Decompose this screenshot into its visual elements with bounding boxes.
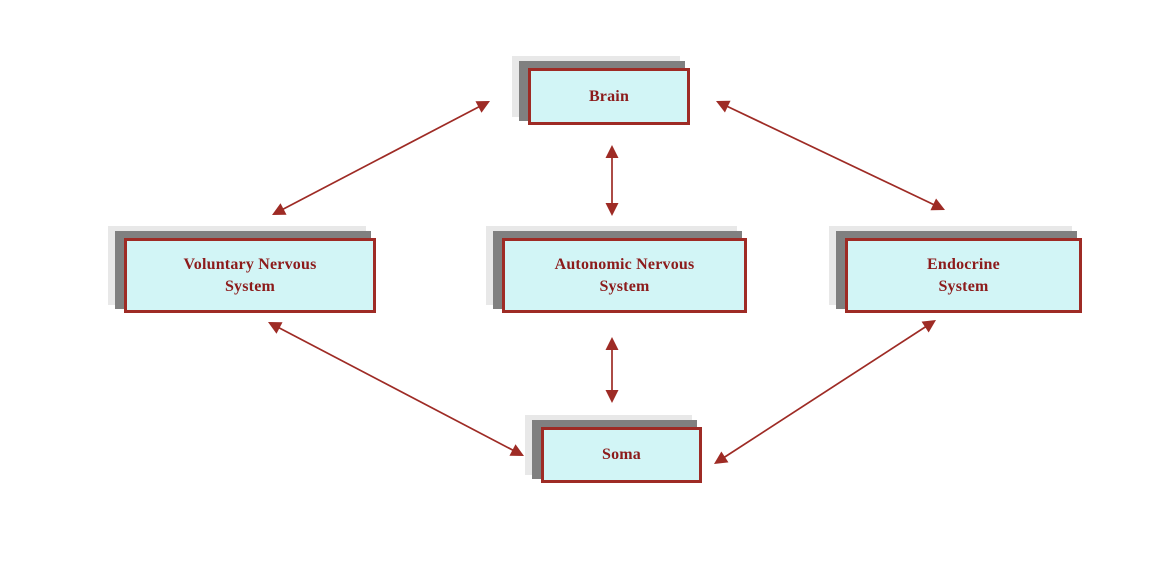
arrowhead-end [921, 320, 936, 333]
connector-autonomic-soma [605, 337, 619, 403]
arrowhead-end [272, 203, 287, 215]
node-face: Autonomic Nervous System [502, 238, 747, 313]
node-face: Brain [528, 68, 690, 125]
node-voluntary-nervous-system[interactable]: Voluntary Nervous System [108, 226, 376, 313]
node-face: Soma [541, 427, 702, 483]
node-label-voluntary-nervous-system: Voluntary Nervous System [183, 255, 317, 295]
arrowhead-end [930, 198, 945, 211]
arrowhead-start [605, 337, 619, 350]
connector-line [281, 105, 481, 211]
arrowhead-start [475, 101, 490, 113]
arrowhead-start [716, 100, 731, 113]
connector-voluntary-soma [268, 322, 524, 456]
arrowhead-end [605, 390, 619, 403]
connector-line [725, 104, 936, 207]
arrowhead-start [268, 322, 283, 334]
arrowhead-start [605, 145, 619, 158]
connector-brain-endocrine [716, 100, 945, 211]
node-label-endocrine-system: Endocrine System [927, 255, 1000, 295]
arrowhead-end [605, 203, 619, 216]
node-autonomic-nervous-system[interactable]: Autonomic Nervous System [486, 226, 747, 313]
connector-line [722, 325, 928, 459]
arrowhead-end [509, 444, 524, 456]
node-face: Endocrine System [845, 238, 1082, 313]
arrowhead-start [714, 451, 729, 464]
connector-brain-autonomic [605, 145, 619, 216]
node-label-soma: Soma [601, 446, 642, 464]
connector-soma-endocrine [714, 320, 936, 464]
node-label-brain: Brain [588, 87, 630, 105]
connector-line [277, 326, 515, 452]
node-label-autonomic-nervous-system: Autonomic Nervous System [554, 255, 695, 295]
connector-brain-voluntary [272, 101, 490, 215]
node-soma[interactable]: Soma [525, 415, 702, 483]
node-brain[interactable]: Brain [512, 56, 690, 125]
node-face: Voluntary Nervous System [124, 238, 376, 313]
node-endocrine-system[interactable]: Endocrine System [829, 226, 1082, 313]
